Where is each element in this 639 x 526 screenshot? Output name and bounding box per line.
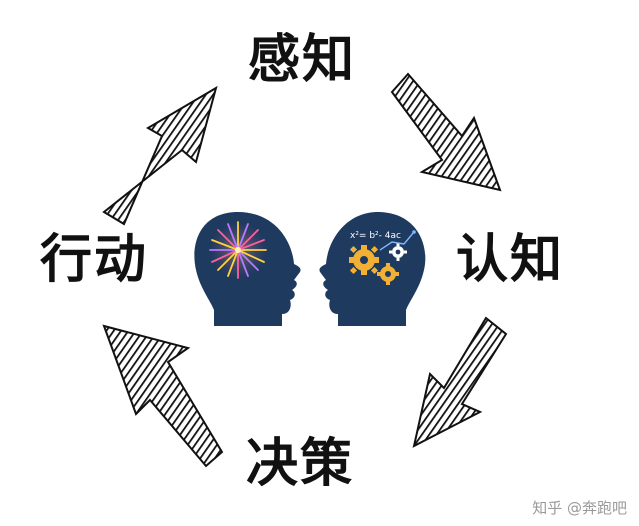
arrow-cognize-to-decide	[412, 316, 508, 448]
node-act: 行动	[40, 229, 149, 290]
emotion-head	[194, 212, 301, 326]
arrow-decide-to-act	[102, 324, 224, 468]
arrow-perceive-to-cognize	[390, 72, 502, 192]
node-decide: 决策	[246, 433, 355, 494]
gears-icon	[349, 230, 416, 285]
node-cognize: 认知	[456, 229, 565, 290]
formula-text: x²= b²- 4ac	[350, 231, 401, 241]
arrow-act-to-perceive	[102, 85, 218, 226]
watermark: 知乎 @奔跑吧	[532, 499, 627, 517]
fireworks-icon	[209, 221, 267, 279]
node-perceive: 感知	[248, 29, 357, 90]
logic-head: x²= b²- 4ac	[319, 212, 426, 326]
